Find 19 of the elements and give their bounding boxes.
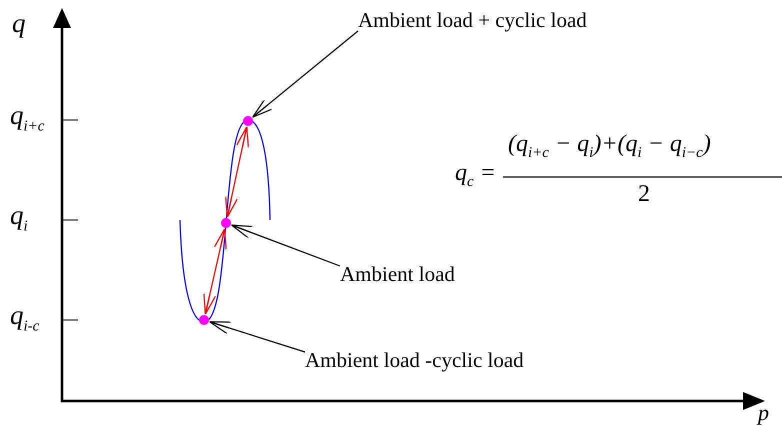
leader-line [231,224,340,267]
leader-line [209,321,306,353]
axis-label: q [12,8,26,39]
annotation-label: Ambient load [340,262,455,287]
formula-text: (q$_{i+c}$ − q$_{i}$)+(q$_{i}$ − q$_{i−c}$) [508,131,711,162]
load-point [243,116,253,126]
formula-text: 2 [638,181,650,208]
load-point [221,218,231,228]
formula-text: q$_{c}$ = [455,160,496,191]
double-arrow [203,228,227,315]
double-arrow [225,126,249,218]
tick-label: q$_{i-c}$ [10,300,40,336]
axis-label: p [758,400,769,426]
annotation-label: Ambient load -cyclic load [305,348,524,373]
load-point [199,315,209,325]
tick-label: q$_{i+c}$ [10,100,44,136]
tick-label: q$_{i}$ [10,200,28,236]
annotation-label: Ambient load + cyclic load [358,8,587,33]
leader-line [252,30,358,118]
